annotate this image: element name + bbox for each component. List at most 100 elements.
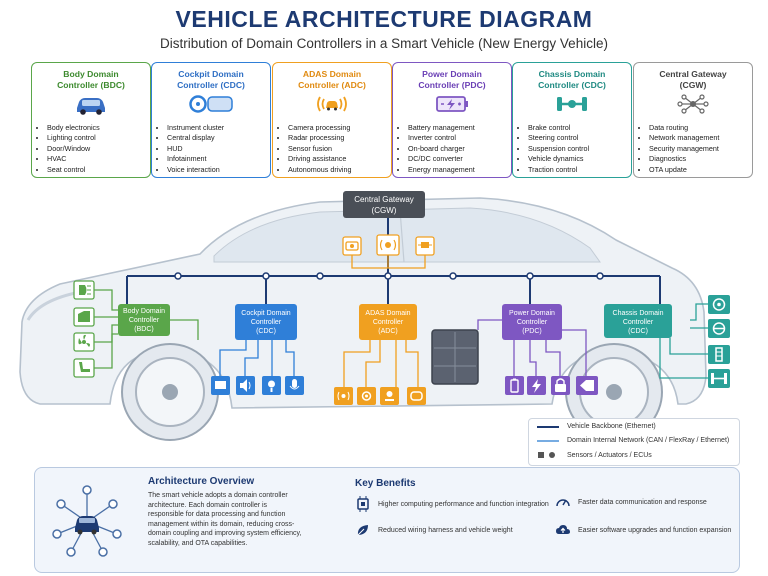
card-title: Central Gateway [659,69,727,79]
benefit-text: Faster data communication and response [578,498,707,506]
microphone-person-icon [262,376,281,395]
internal-network-line-swatch [537,439,559,442]
list-item: Autonomous driving [288,165,352,175]
charger-lock-icon [551,376,570,395]
door-icon [73,307,95,327]
motor-icon [576,376,598,395]
cdc-controller: Cockpit Domain Controller (CDC) [235,304,297,340]
adc-internal-links [343,340,419,387]
controller-label: Power Domain [509,310,555,317]
list-item: DC/DC converter [408,154,475,164]
camera-icon [342,236,362,256]
chassis-internal-links [659,303,708,379]
adas-front-links [351,255,426,269]
list-item: Suspension control [528,144,589,154]
cgw-label: Central Gateway [354,195,414,204]
legend-sensors: Sensors / Actuators / ECUs [567,451,652,459]
benefit-text: Reduced wiring harness and vehicle weigh… [378,526,513,534]
adc-controller: ADAS Domain Controller (ADC) [359,304,417,340]
cloud-upload-icon [556,525,570,534]
list-item: Vehicle dynamics [528,154,589,164]
list-item: HUD [167,144,224,154]
steering-wheel-icon [708,319,730,338]
cgw-label: (CGW) [372,206,397,215]
car-icon [77,98,105,115]
benefit-item: Reduced wiring harness and vehicle weigh… [355,522,513,538]
controller-label: Cockpit Domain [241,310,291,317]
list-item: Energy management [408,165,475,175]
list-item: Lighting control [47,133,100,143]
list-item: Driving assistance [288,154,352,164]
diagram-title: VEHICLE ARCHITECTURE DIAGRAM [175,6,593,32]
vehicle-silhouette [19,197,707,441]
ultrasonic-sensor-icon [334,387,353,405]
pdc-internal-links [477,319,587,376]
controller-label: Controller [129,317,160,324]
controller-label: Controller [373,319,404,326]
leaf-icon [357,525,368,536]
benefit-text: Easier software upgrades and function ex… [578,526,732,534]
list-item: Diagnostics [649,154,719,164]
seat-icon [73,358,95,378]
sensor-square-swatch [538,452,555,458]
bdc-controller: Body Domain Controller (BDC) [118,304,170,336]
overview-line: scalability, and OTA capabilities. [148,539,248,547]
legend-backbone: Vehicle Backbone (Ethernet) [567,423,656,430]
diagram-subtitle: Distribution of Domain Controllers in a … [160,36,608,51]
vehicle-network-diagram: Central Gateway (CGW) Body Domain Contro… [19,191,730,441]
list-item: Camera processing [288,123,352,133]
list-item: OTA update [649,165,719,175]
axle-icon [708,369,730,388]
benefit-item: Higher computing performance and functio… [355,496,549,512]
controller-label: (PDC) [522,328,541,335]
list-item: Network management [649,133,719,143]
card-title: (CGW) [679,80,707,90]
list-item: Central display [167,133,224,143]
key-benefits-title: Key Benefits [355,478,416,489]
controller-label: Chassis Domain [613,310,664,317]
overview-line: architecture. Each domain controller is [148,501,268,509]
list-item: Battery management [408,123,475,133]
card-title: Power Domain [422,69,482,79]
overview-line: domain coupling and improving system eff… [148,530,302,538]
list-item: Radar processing [288,133,352,143]
controller-label: Controller [251,319,282,326]
card-central-gateway: Central Gateway(CGW) Data routing Networ… [633,62,753,178]
shock-absorber-icon [708,345,730,364]
controller-label: (ADC) [378,328,397,335]
backbone-line-swatch [537,425,559,428]
overview-text: The smart vehicle adopts a domain contro… [148,491,348,549]
radar-sensor-icon [380,387,399,405]
headlight-icon [73,280,95,300]
controller-label: Controller [623,319,654,326]
microphone-icon [285,376,304,395]
list-item: Instrument cluster [167,123,224,133]
card-title: Controller (CDC) [177,80,245,90]
speaker-icon [236,376,255,395]
bolt-icon [527,376,546,395]
controller-label: (CDC) [256,328,276,335]
legend: Vehicle Backbone (Ethernet) Domain Inter… [528,418,740,466]
controller-label: (BDC) [134,326,153,333]
front-camera-icon [357,387,376,405]
pdc-controller: Power Domain Controller (PDC) [502,304,562,340]
lidar-icon [415,236,435,256]
card-title: Controller (CDC) [538,80,606,90]
overview-line: The smart vehicle adopts a domain contro… [148,492,288,499]
radar-icon [376,234,400,256]
list-item: Data routing [649,123,719,133]
benefit-text: Higher computing performance and functio… [378,500,549,508]
card-title: Cockpit Domain [178,69,244,79]
central-gateway-node: Central Gateway (CGW) [343,191,425,218]
list-item: Steering control [528,133,589,143]
controller-label: (CDC) [628,328,648,335]
controller-label: ADAS Domain [365,310,410,317]
overview-title: Architecture Overview [148,476,255,487]
card-title: ADAS Domain [302,69,362,79]
list-item: Inverter control [408,133,475,143]
list-item: Brake control [528,123,589,133]
overview-line: responsible for data processing and func… [148,511,286,519]
